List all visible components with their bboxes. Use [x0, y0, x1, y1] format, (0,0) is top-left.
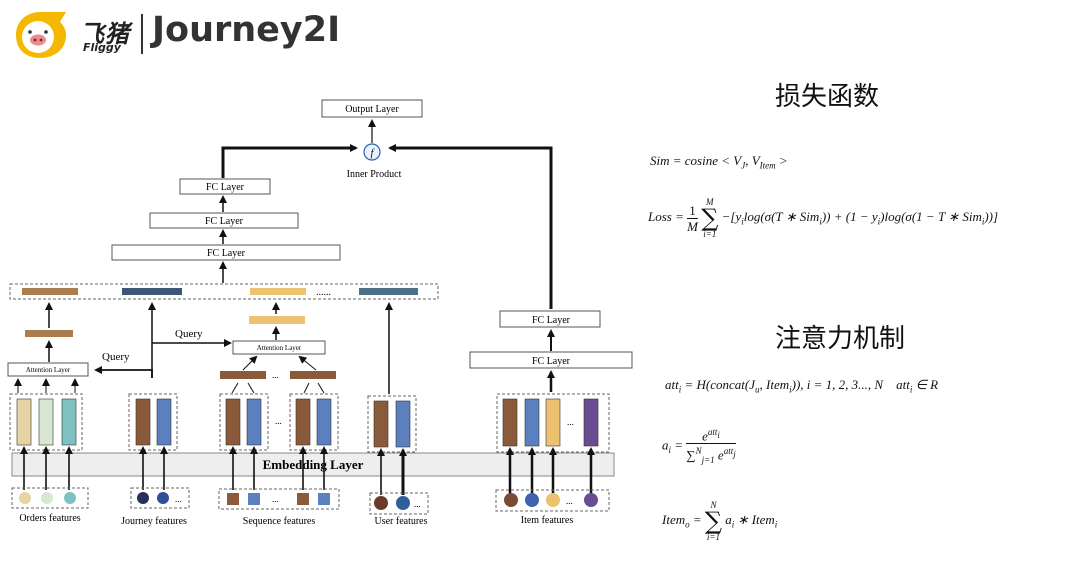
embedding-layer-box: [11, 452, 615, 477]
user-embedding-group: [367, 395, 417, 453]
item-output-formula: Itemo = N∑i=1 ai ∗ Itemi: [662, 500, 778, 542]
brand-name-cn: 飞猪: [80, 20, 130, 48]
fc-layer-2-box: [149, 212, 299, 229]
brand-divider: [141, 14, 143, 54]
sequence-embedding-ellipsis: ...: [275, 416, 282, 426]
concat-user-bar: [359, 288, 418, 295]
item-fc-layer-1-box: [469, 351, 633, 369]
journey-input-ellipsis: ...: [175, 494, 182, 504]
sequence-input-ellipsis: ...: [272, 494, 279, 504]
similarity-formula: Sim = cosine < VJ, VItem >: [650, 153, 788, 171]
concat-vector-box: [9, 283, 439, 300]
inner-product-symbol: f: [371, 148, 375, 159]
sequence-pool-left: [220, 371, 266, 379]
orders-attention-output: [25, 330, 73, 337]
journey-input-group: [130, 487, 190, 509]
model-architecture-diagram: Output Layer f Inner Product FC Layer FC…: [7, 99, 633, 527]
user-input-group: [369, 492, 429, 515]
fc-layer-3-label: FC Layer: [207, 248, 246, 259]
output-layer-box: [321, 99, 423, 118]
pig-logo-icon: [10, 8, 70, 62]
attention-mechanism-title: 注意力机制: [775, 324, 906, 354]
output-layer-label: Output Layer: [345, 104, 399, 115]
sequence-pool-right: [290, 371, 336, 379]
item-features-label: Item features: [521, 515, 574, 526]
fc-layer-1-box: [179, 178, 271, 195]
sequence-embedding-group-1: [219, 393, 269, 451]
journey-features-label: Journey features: [121, 516, 187, 527]
query-label-left: Query: [102, 351, 130, 363]
inner-product-node: [363, 143, 381, 161]
orders-embedding-group: [9, 393, 83, 451]
sequence-pool-ellipsis: ...: [272, 370, 279, 380]
attention-score-formula: atti = H(concat(Ju, Itemi)), i = 1, 2, 3…: [665, 377, 939, 395]
concat-orders-bar: [22, 288, 78, 295]
item-embedding-ellipsis: ...: [567, 417, 574, 427]
orders-attention-layer-label: Attention Layer: [26, 366, 71, 374]
item-input-ellipsis: ...: [566, 496, 573, 506]
user-features-label: User features: [374, 516, 427, 527]
item-fc-layer-2-label: FC Layer: [532, 315, 571, 326]
brand-name-en: Fliggy: [83, 41, 121, 54]
page-title: Journey2I: [152, 10, 341, 50]
orders-attention-layer-box: [7, 362, 89, 377]
item-fc-layer-2-box: [499, 310, 601, 328]
concat-journey-bar: [122, 288, 182, 295]
query-label-right: Query: [175, 328, 203, 340]
fc-layer-1-label: FC Layer: [206, 182, 245, 193]
concat-ellipsis: ......: [316, 287, 331, 298]
sequence-embedding-group-2: [289, 393, 339, 451]
attention-weight-formula: ai = eatti∑Nj=1 eattj: [662, 427, 736, 466]
fc-layer-2-label: FC Layer: [205, 216, 244, 227]
sequence-features-label: Sequence features: [243, 516, 316, 527]
header: 飞猪 Fliggy Journey2I: [0, 0, 1080, 75]
sequence-attention-output: [249, 316, 305, 324]
loss-function-title: 损失函数: [775, 82, 880, 112]
journey-embedding-group: [128, 393, 178, 451]
orders-features-label: Orders features: [19, 513, 80, 524]
user-input-ellipsis: ...: [414, 499, 421, 509]
sequence-attention-layer-box: [232, 340, 326, 355]
item-fc-layer-1-label: FC Layer: [532, 356, 571, 367]
sequence-input-group: [218, 488, 340, 510]
sequence-attention-layer-label: Attention Layer: [257, 344, 302, 352]
item-input-group: [495, 489, 610, 512]
inner-product-label: Inner Product: [347, 169, 402, 180]
fc-layer-3-box: [111, 244, 341, 261]
orders-input-group: [11, 487, 89, 509]
concat-sequence-bar: [250, 288, 306, 295]
embedding-layer-label: Embedding Layer: [263, 457, 364, 472]
